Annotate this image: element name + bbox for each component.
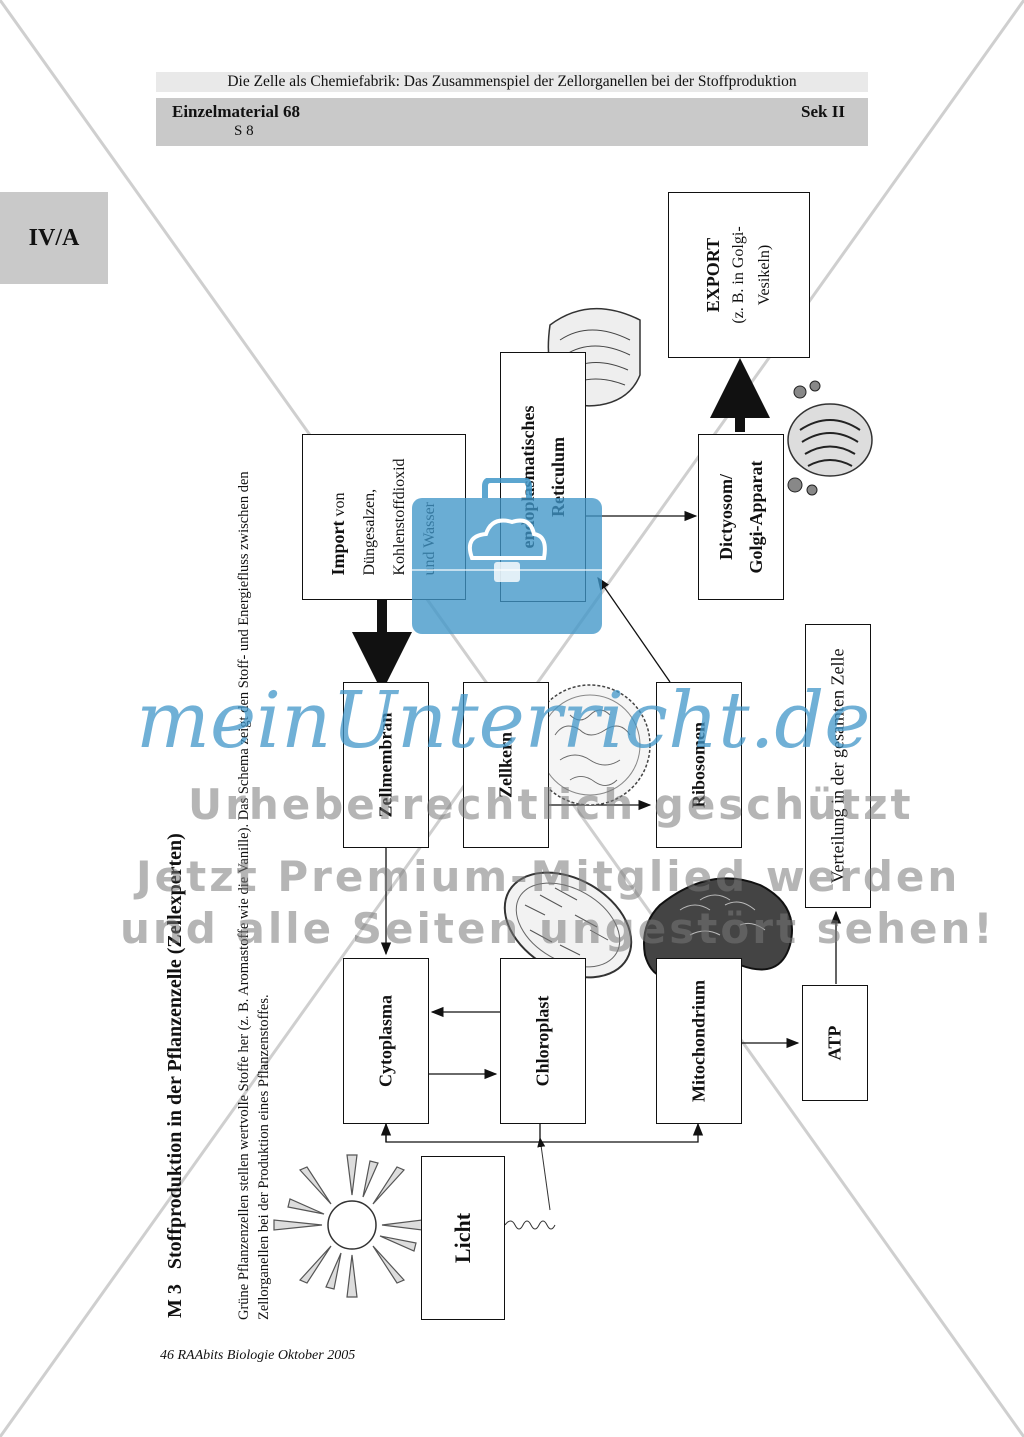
section-tab: IV/A bbox=[0, 192, 108, 284]
arrow-bracket bbox=[385, 1122, 704, 1143]
watermark-line-1: Urheberrechtlich geschützt bbox=[188, 780, 914, 829]
mitochondrium-label: Mitochondrium bbox=[688, 979, 709, 1103]
zellmembran-box: Zellmembran bbox=[343, 682, 429, 848]
golgi-line-2: Golgi-Apparat bbox=[746, 460, 766, 574]
export-box: EXPORT (z. B. in Golgi- Vesikeln) bbox=[668, 192, 810, 358]
document-title: Die Zelle als Chemiefabrik: Das Zusammen… bbox=[156, 72, 868, 92]
cytoplasma-label: Cytoplasma bbox=[375, 994, 396, 1088]
level-label: Sek II bbox=[801, 102, 845, 121]
mitochondrium-illustration-icon bbox=[643, 877, 793, 979]
watermark-line-3: und alle Seiten ungestört sehen! bbox=[120, 904, 996, 953]
licht-label: Licht bbox=[450, 1212, 475, 1264]
export-text: EXPORT (z. B. in Golgi- Vesikeln) bbox=[700, 226, 778, 323]
sun-icon bbox=[273, 1154, 423, 1298]
chloroplast-box: Chloroplast bbox=[500, 958, 586, 1124]
page-label: S 8 bbox=[234, 123, 254, 139]
golgi-illustration-icon bbox=[787, 380, 873, 496]
chloroplast-label: Chloroplast bbox=[532, 995, 553, 1087]
atp-box: ATP bbox=[802, 985, 868, 1101]
arrow-light-to-chloroplast bbox=[537, 1137, 551, 1211]
import-von-label: von bbox=[331, 492, 348, 517]
import-bold-label: Import bbox=[328, 520, 348, 576]
verteilung-box: Verteilung in der gesamten Zelle bbox=[805, 624, 871, 908]
mitochondrium-box: Mitochondrium bbox=[656, 958, 742, 1124]
export-bold-label: EXPORT bbox=[703, 237, 723, 313]
light-wave bbox=[504, 1220, 556, 1230]
import-line-2: Düngesalzen, bbox=[361, 488, 378, 576]
golgi-text: Dictyosom/ Golgi-Apparat bbox=[711, 460, 771, 573]
export-line-2: (z. B. in Golgi- bbox=[730, 226, 747, 324]
intro-line-2: Zellorganellen bei der Produktion eines … bbox=[256, 994, 272, 1320]
golgi-line-1: Dictyosom/ bbox=[716, 474, 736, 560]
section-number: M 3 bbox=[164, 1284, 186, 1318]
licht-box: Licht bbox=[421, 1156, 505, 1320]
material-label: Einzelmaterial 68 bbox=[172, 102, 300, 121]
watermark-line-2: Jetzt Premium-Mitglied werden bbox=[136, 852, 961, 901]
zellkern-box: Zellkern bbox=[463, 682, 549, 848]
arrow-ribosomen-to-er bbox=[597, 576, 671, 683]
export-line-3: Vesikeln) bbox=[756, 244, 773, 306]
zellkern-illustration-icon bbox=[529, 684, 651, 806]
golgi-box: Dictyosom/ Golgi-Apparat bbox=[698, 434, 784, 600]
footer-citation: 46 RAAbits Biologie Oktober 2005 bbox=[160, 1348, 356, 1363]
watermark-logo: meinUnterricht.de bbox=[136, 676, 871, 766]
briefcase-watermark-icon bbox=[412, 478, 602, 634]
atp-label: ATP bbox=[824, 1025, 845, 1061]
cytoplasma-box: Cytoplasma bbox=[343, 958, 429, 1124]
header-bar bbox=[156, 98, 868, 146]
ribosomen-box: Ribosomen bbox=[656, 682, 742, 848]
